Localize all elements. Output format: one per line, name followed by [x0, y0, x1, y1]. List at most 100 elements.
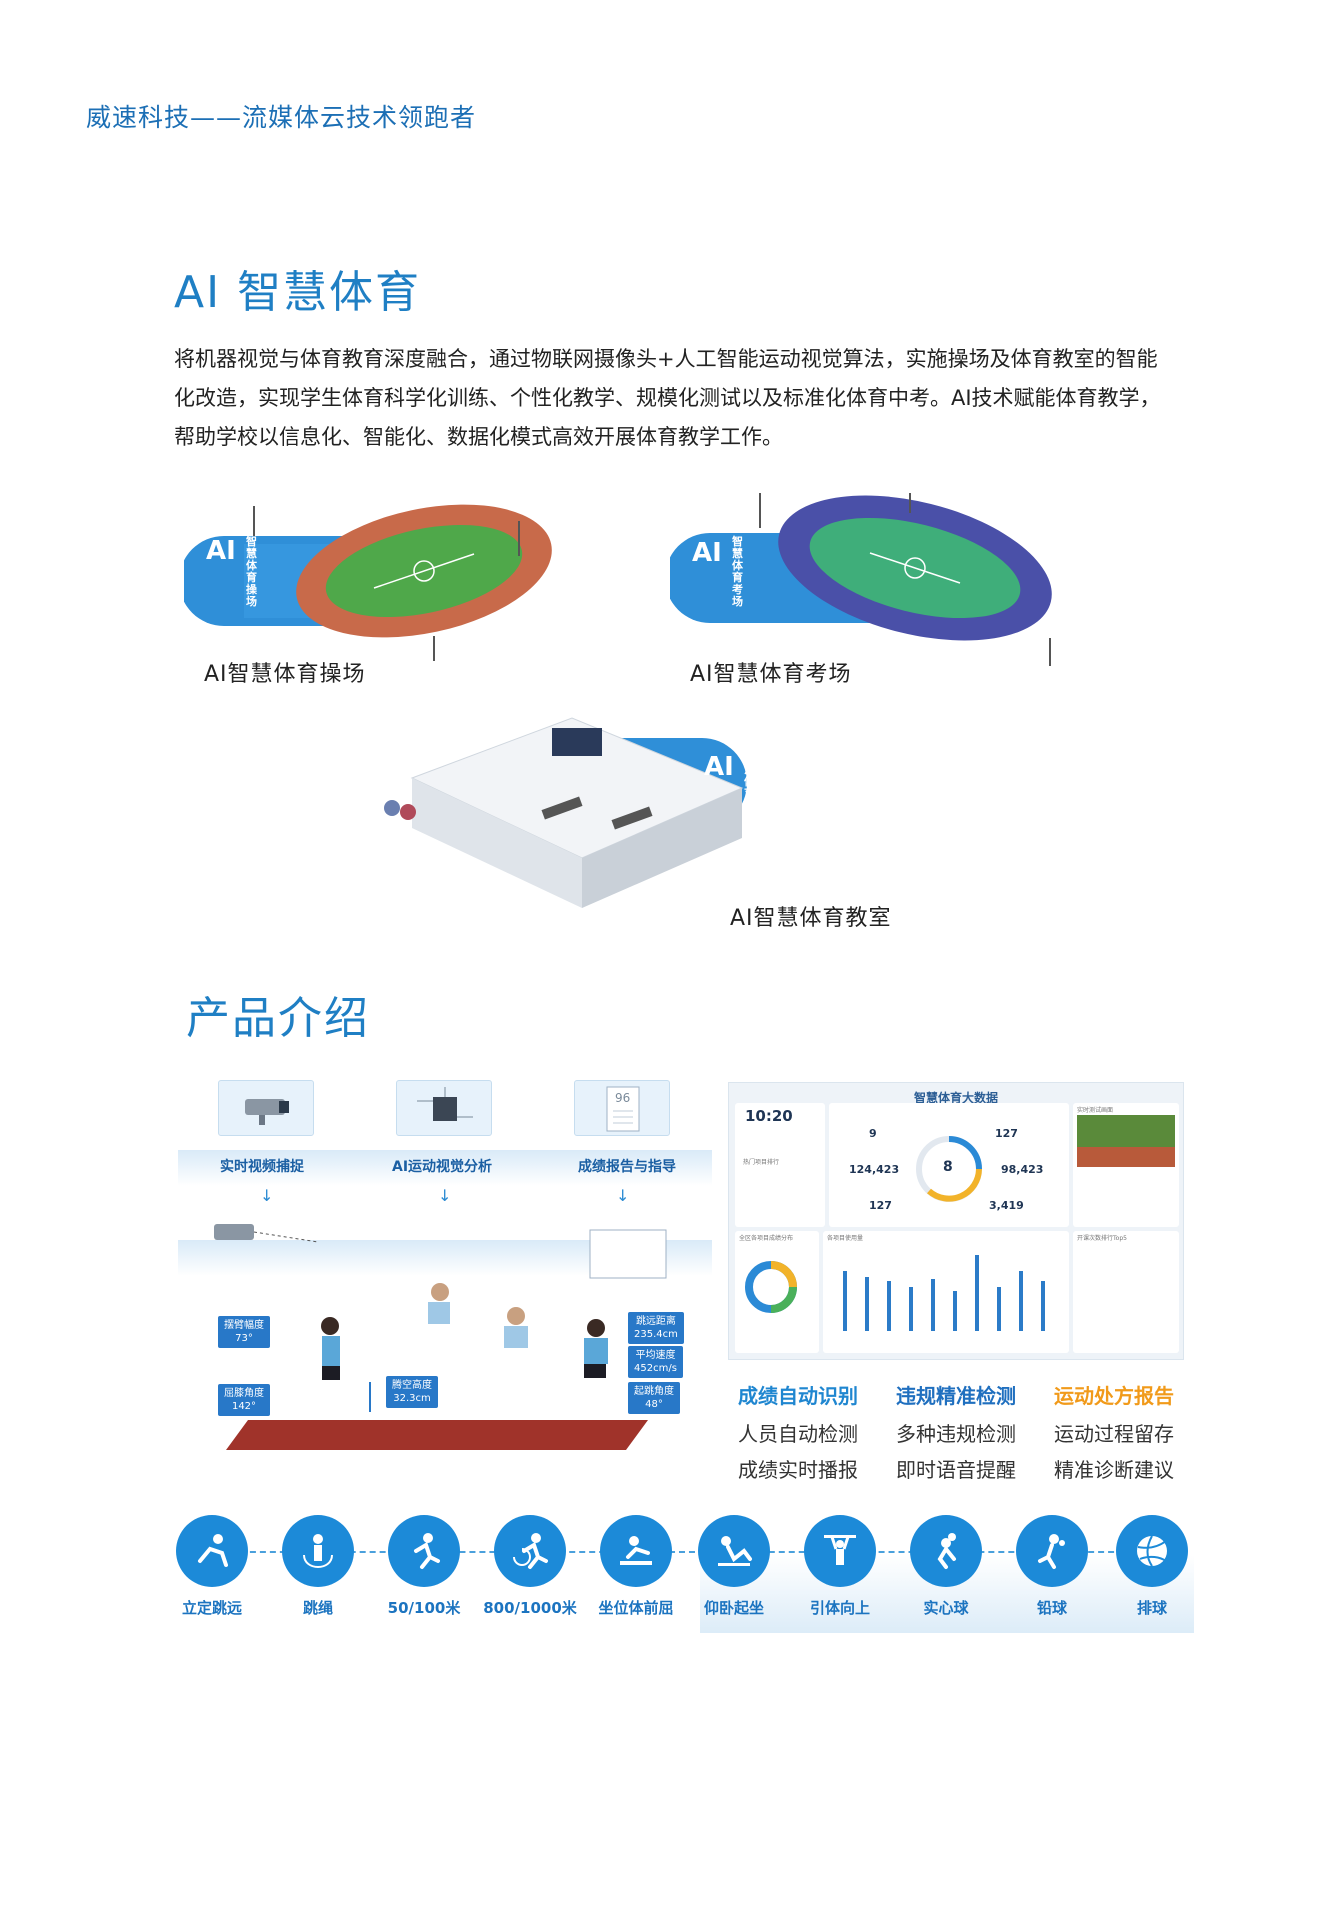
sport-item: 800/1000米: [480, 1515, 580, 1618]
step-camera-box: [218, 1080, 314, 1136]
report-number: 96: [615, 1091, 631, 1105]
sport-item: 引体向上: [790, 1515, 890, 1618]
dashboard-value: 124,423: [849, 1163, 900, 1176]
dashboard-center-value: 8: [943, 1159, 953, 1175]
camera-icon: [245, 1099, 289, 1125]
sport-label: 仰卧起坐: [703, 1599, 764, 1617]
dashboard-title: 智慧体育大数据: [913, 1091, 998, 1105]
step-report-box: 96: [574, 1080, 670, 1136]
arrow-down-icon: ↓: [616, 1186, 630, 1205]
jump-rope-icon: [282, 1515, 354, 1587]
sport-item: 实心球: [896, 1515, 996, 1618]
sport-label: 跳绳: [302, 1599, 333, 1617]
dashboard-usage-label: 各项目使用量: [827, 1235, 864, 1242]
feature-title-prescription: 运动处方报告: [1054, 1384, 1174, 1408]
feature-line: 多种违规检测: [896, 1422, 1016, 1446]
metric-arm-swing: 摆臂幅度 73°: [218, 1316, 270, 1348]
venue-label-exam-field: AI智慧体育考场: [690, 662, 852, 687]
dashboard-value: 3,419: [989, 1199, 1024, 1212]
sport-label: 实心球: [923, 1599, 969, 1617]
athletes-illustration: [214, 1224, 667, 1450]
analysis-diagram: 96 实时视频捕捉 AI运动视觉分析 成绩报告与指导 ↓ ↓ ↓ 摆臂幅度 73…: [178, 1080, 712, 1480]
intro-paragraph: 将机器视觉与体育教育深度融合，通过物联网摄像头+人工智能运动视觉算法，实施操场及…: [174, 347, 1161, 449]
step-chip-box: [396, 1080, 492, 1136]
venue-side-text: 智慧体育考场: [732, 535, 743, 608]
dashboard-value: 98,423: [1001, 1163, 1044, 1176]
step-band: [178, 1150, 712, 1186]
header-tagline: 威速科技——流媒体云技术领跑者: [86, 103, 477, 132]
sports-connector: [210, 1551, 1154, 1553]
dashboard-top5-card: 开课次数排行Top5: [1073, 1231, 1179, 1353]
score-donut: [745, 1261, 797, 1313]
pull-up-icon: [804, 1515, 876, 1587]
sports-icons-row: 立定跳远 跳绳 50/100米 800/1000米 坐位体前屈 仰卧起坐 引体向…: [170, 1515, 1194, 1633]
dashboard-usage-card: 各项目使用量: [823, 1231, 1069, 1353]
arrow-down-icon: ↓: [438, 1186, 452, 1205]
sit-up-icon: [698, 1515, 770, 1587]
venue-label-classroom: AI智慧体育教室: [730, 906, 892, 931]
metric-avg-speed: 平均速度 452cm/s: [628, 1346, 683, 1378]
step-label-capture: 实时视频捕捉: [220, 1159, 304, 1175]
venue-playground: AI 智慧体育操场: [184, 496, 554, 666]
venue-label-playground: AI智慧体育操场: [204, 662, 366, 687]
usage-bar-chart: [843, 1255, 1045, 1331]
big-data-dashboard: 智慧体育大数据 10:20 热门项目排行 8 9 127 124,423 98,…: [728, 1082, 1184, 1360]
dashboard-score-card: 全区各项目成绩分布: [735, 1231, 819, 1353]
distance-run-icon: [494, 1515, 566, 1587]
sport-item: 跳绳: [268, 1515, 368, 1618]
sport-label: 引体向上: [809, 1599, 870, 1617]
dashboard-ranking-label: 热门项目排行: [743, 1159, 780, 1166]
feature-title-auto-score: 成绩自动识别: [738, 1384, 858, 1408]
dashboard-score-label: 全区各项目成绩分布: [739, 1235, 794, 1242]
sprint-icon: [388, 1515, 460, 1587]
sport-label: 坐位体前屈: [598, 1599, 674, 1617]
exam-field-illustration: [670, 493, 1052, 666]
arrow-down-icon: ↓: [260, 1186, 274, 1205]
dashboard-top5-label: 开课次数排行Top5: [1077, 1235, 1127, 1242]
overview-ring: [916, 1136, 982, 1202]
medicine-ball-icon: [910, 1515, 982, 1587]
dashboard-live-card: 实时测试画面: [1073, 1103, 1179, 1227]
section-title-ai: AI 智慧体育: [174, 267, 422, 318]
metric-knee-angle: 屈膝角度 142°: [218, 1384, 270, 1416]
report-icon: [606, 1086, 640, 1132]
venue-side-text: 智慧体育教室: [744, 751, 755, 824]
feature-line: 即时语音提醒: [896, 1458, 1016, 1482]
feature-title-violation: 违规精准检测: [896, 1384, 1016, 1408]
feature-line: 成绩实时播报: [738, 1458, 858, 1482]
sport-item: 50/100米: [374, 1515, 474, 1618]
sport-item: 排球: [1102, 1515, 1202, 1618]
standing-long-jump-icon: [176, 1515, 248, 1587]
venue-badge: AI: [692, 538, 722, 568]
sport-label: 铅球: [1036, 1599, 1067, 1617]
feature-line: 精准诊断建议: [1054, 1458, 1174, 1482]
sport-label: 排球: [1136, 1599, 1167, 1617]
sport-label: 立定跳远: [181, 1599, 242, 1617]
metric-air-height: 腾空高度 32.3cm: [386, 1376, 438, 1408]
dashboard-ranking-card: 10:20 热门项目排行: [735, 1103, 825, 1227]
venue-exam-field: AI 智慧体育考场: [670, 488, 1060, 668]
dashboard-value: 127: [869, 1199, 892, 1212]
feature-line: 人员自动检测: [738, 1422, 858, 1446]
venue-badge: AI: [704, 752, 734, 782]
chip-icon: [417, 1087, 473, 1121]
live-video-thumbnail: [1077, 1115, 1175, 1167]
venue-badge: AI: [206, 536, 236, 566]
feature-line: 运动过程留存: [1054, 1422, 1174, 1446]
classroom-illustration: [384, 717, 747, 908]
venue-classroom: AI 智慧体育教室: [372, 708, 792, 928]
sit-and-reach-icon: [600, 1515, 672, 1587]
sport-label: 800/1000米: [483, 1599, 577, 1617]
dashboard-value: 9: [869, 1127, 877, 1140]
dashboard-value: 127: [995, 1127, 1018, 1140]
dashboard-time: 10:20: [745, 1107, 793, 1125]
venue-side-text: 智慧体育操场: [246, 535, 257, 608]
sport-item: 坐位体前屈: [586, 1515, 686, 1618]
metric-jump-distance: 跳远距离 235.4cm: [628, 1312, 684, 1344]
sport-item: 仰卧起坐: [684, 1515, 784, 1618]
step-label-analysis: AI运动视觉分析: [392, 1159, 493, 1175]
shot-put-icon: [1016, 1515, 1088, 1587]
metric-takeoff-angle: 起跳角度 48°: [628, 1382, 680, 1414]
section-title-product: 产品介绍: [186, 993, 370, 1044]
dashboard-live-label: 实时测试画面: [1077, 1107, 1114, 1114]
